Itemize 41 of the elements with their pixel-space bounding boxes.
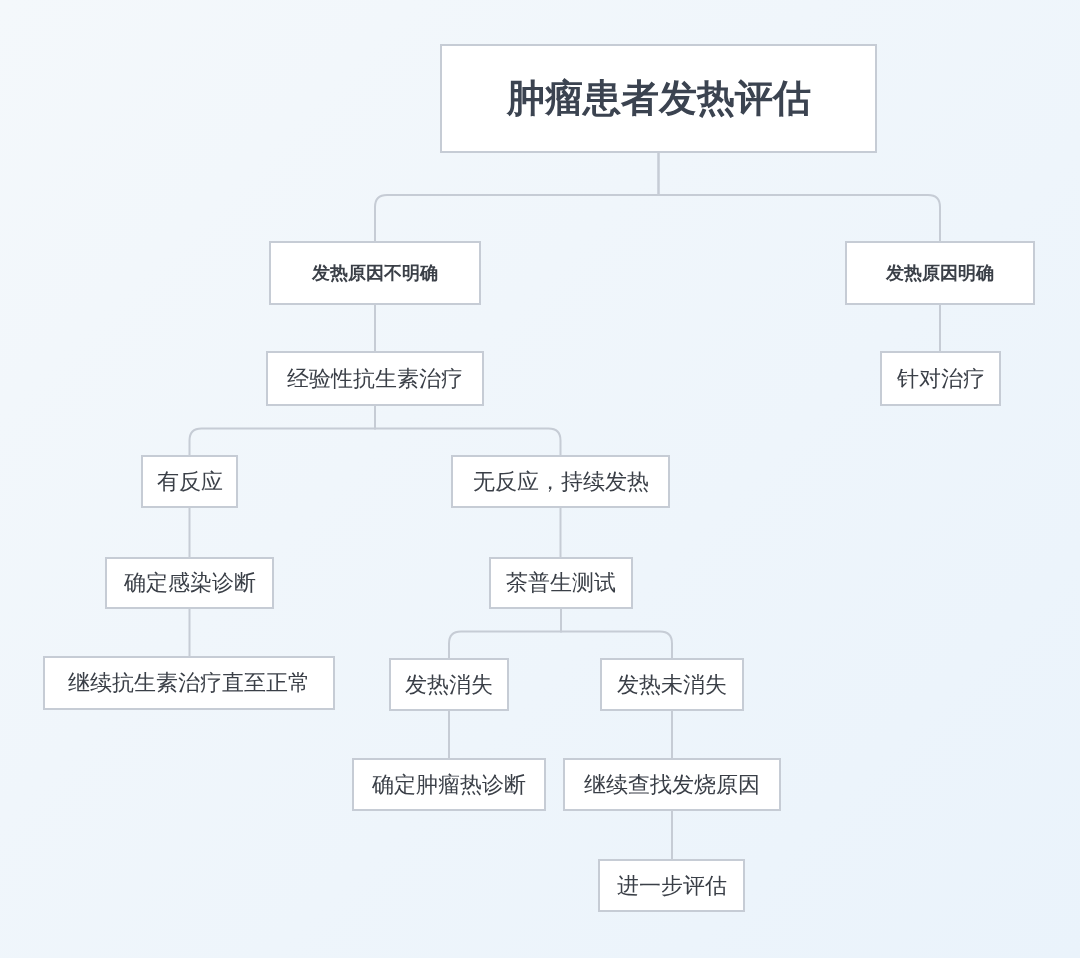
box-label: 肿瘤患者发热评估 — [506, 75, 811, 122]
connector-line — [188, 507, 191, 558]
box-label: 发热未消失 — [617, 670, 727, 699]
connector-line — [448, 710, 450, 759]
process-box — [600, 658, 744, 711]
connector-line — [560, 608, 673, 659]
process-box — [352, 758, 546, 811]
connector-line — [939, 304, 941, 352]
box-label: 确定感染诊断 — [123, 569, 256, 597]
connector-line — [188, 608, 191, 657]
connector-line — [657, 152, 941, 242]
title-box — [440, 44, 877, 153]
box-label: 经验性抗生素治疗 — [287, 364, 463, 393]
box-label: 发热原因明确 — [886, 261, 994, 285]
box-label: 针对治疗 — [896, 364, 985, 393]
process-box — [141, 455, 238, 508]
box-label: 进一步评估 — [616, 871, 727, 900]
box-label: 确定肿瘤热诊断 — [372, 770, 526, 799]
box-label: 有反应 — [156, 467, 223, 496]
process-box — [266, 351, 484, 406]
process-box — [598, 859, 745, 912]
process-box — [105, 557, 274, 609]
box-label: 茶普生测试 — [506, 569, 616, 597]
connector-line — [559, 507, 562, 558]
process-box — [43, 656, 335, 710]
process-box — [451, 455, 670, 508]
process-box — [389, 658, 509, 711]
connector-line — [671, 710, 673, 759]
box-label: 发热消失 — [405, 670, 493, 699]
process-box — [880, 351, 1001, 406]
process-box — [563, 758, 781, 811]
box-label: 继续抗生素治疗直至正常 — [68, 669, 310, 697]
connector-line — [374, 405, 562, 456]
box-label: 发热原因不明确 — [312, 261, 438, 285]
connector-line — [671, 810, 673, 860]
connector-line — [374, 304, 376, 352]
box-label: 继续查找发烧原因 — [584, 770, 760, 799]
process-box — [269, 241, 481, 305]
box-label: 无反应，持续发热 — [472, 467, 649, 496]
process-box — [845, 241, 1035, 305]
process-box — [489, 557, 633, 609]
